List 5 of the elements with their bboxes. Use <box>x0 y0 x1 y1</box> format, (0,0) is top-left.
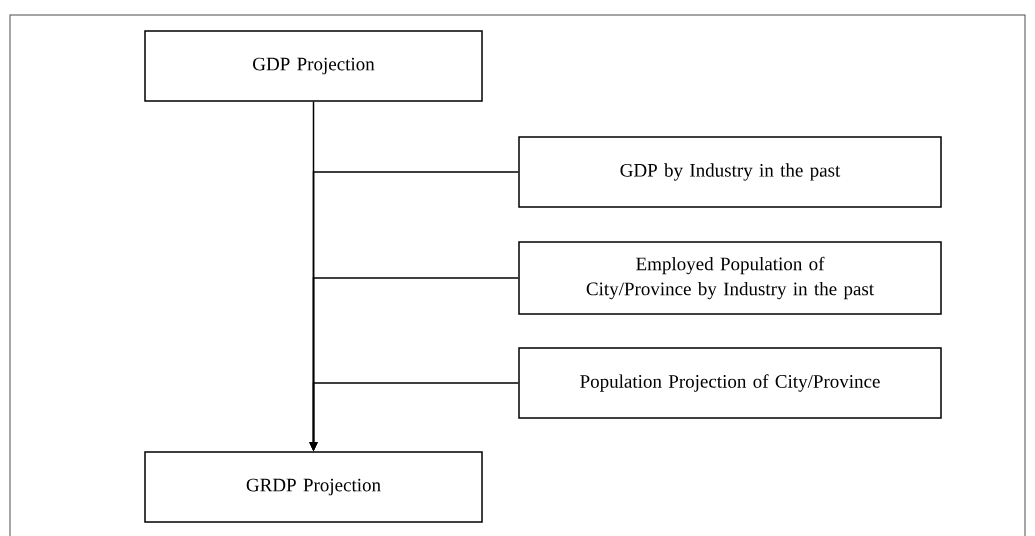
text-box: Population Projection of City/Province <box>518 347 942 419</box>
text-box: GRDP Projection <box>144 451 483 523</box>
text-box: Employed Population of City/Province by Industry in the past <box>518 241 942 315</box>
text-box: GDP Projection <box>144 30 483 102</box>
text-box: GDP by Industry in the past <box>518 136 942 208</box>
